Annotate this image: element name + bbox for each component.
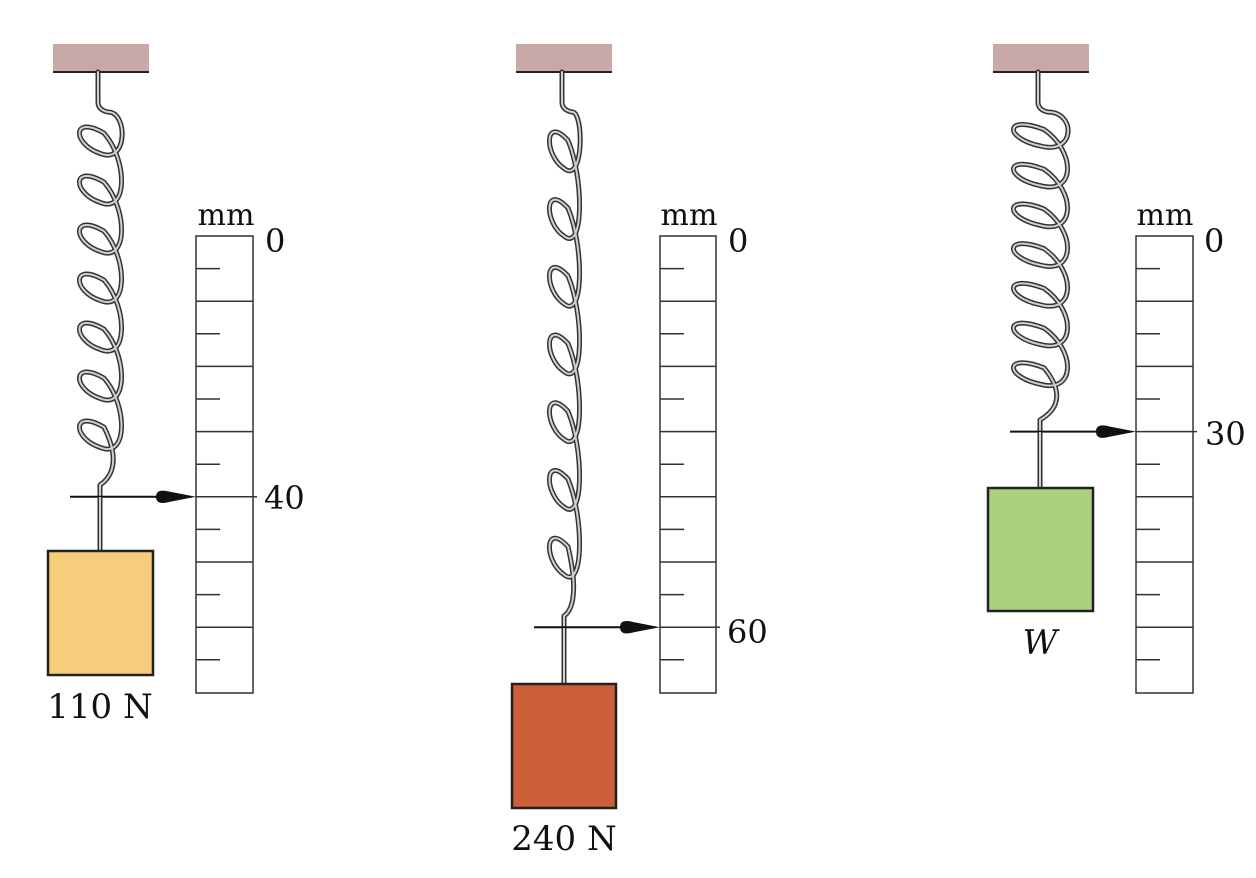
scale-ruler — [1135, 235, 1194, 694]
unit-label: mm — [1137, 198, 1194, 233]
pointer-arrowhead — [156, 490, 196, 504]
pointer-arrowhead — [620, 620, 660, 634]
unit-label: mm — [661, 198, 718, 233]
panel-2: mm 0 60 240 N — [510, 44, 768, 859]
spring — [547, 69, 583, 631]
load-block — [46, 549, 155, 677]
unit-label: mm — [198, 198, 255, 233]
ceiling-mount — [993, 44, 1089, 72]
reading-label: 30 — [1205, 415, 1246, 453]
spring-coil-core — [1012, 71, 1070, 433]
reading-label: 60 — [727, 613, 768, 651]
ceiling-mount — [53, 44, 149, 72]
load-label: 110 N — [47, 687, 152, 727]
spring-coil-core — [548, 71, 582, 629]
load-block — [986, 486, 1095, 613]
zero-label: 0 — [265, 222, 285, 260]
scale-ruler — [195, 235, 254, 694]
spring-coil-outline — [77, 69, 125, 500]
reading-label: 40 — [264, 479, 305, 517]
ceiling-mount — [516, 44, 612, 72]
ruler-body — [195, 235, 254, 694]
spring — [1011, 69, 1071, 435]
spring — [77, 69, 125, 500]
zero-label: 0 — [1204, 222, 1224, 260]
pointer — [534, 620, 720, 634]
pointer — [1010, 425, 1197, 438]
pointer-arrowhead — [1096, 425, 1136, 438]
zero-label: 0 — [728, 222, 748, 260]
load-block — [510, 682, 618, 810]
panel-3: mm 0 30 W — [986, 44, 1246, 694]
pointer — [70, 490, 257, 504]
spring-coil-core — [78, 71, 124, 498]
load-label: W — [1023, 623, 1061, 663]
load-label: 240 N — [511, 819, 616, 859]
scale-ruler — [659, 235, 717, 694]
panel-1: mm 0 40 110 N — [46, 44, 305, 727]
